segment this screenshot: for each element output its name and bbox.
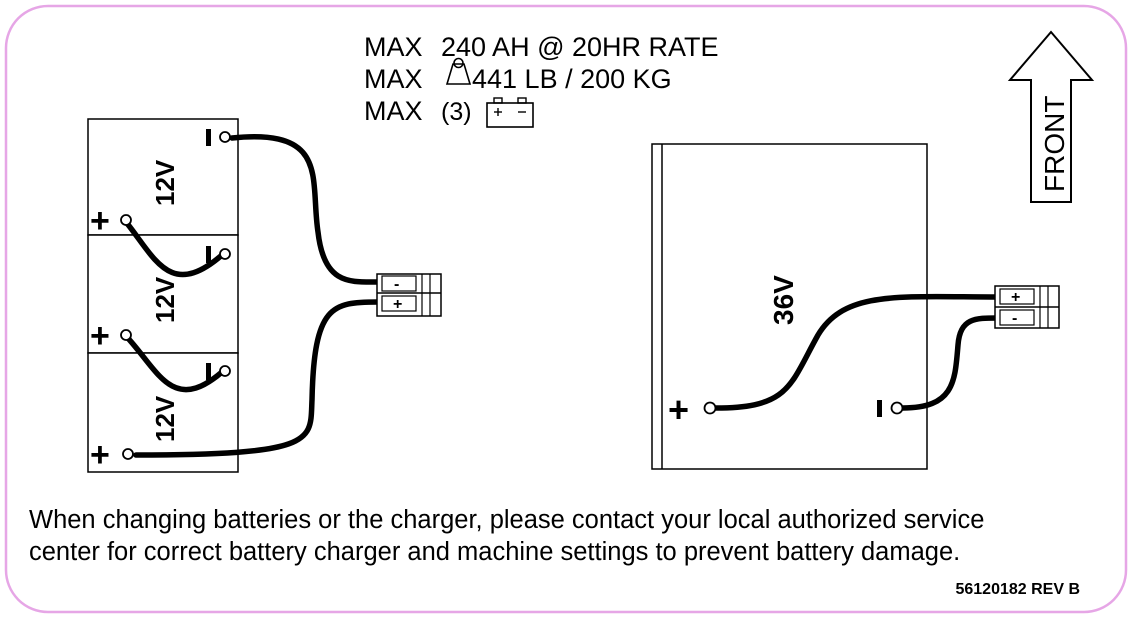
battery-voltage-36v: 36V	[768, 275, 799, 325]
spec-weight: 441 LB / 200 KG	[472, 64, 672, 94]
right-battery: 36V	[651, 143, 928, 470]
battery-box-2	[87, 234, 239, 354]
spec-block: MAX 240 AH @ 20HR RATE MAX 441 LB / 200 …	[364, 32, 719, 128]
terminal-neg-36v	[890, 401, 904, 415]
left-connector: - +	[376, 273, 442, 317]
left-connector-pos: +	[393, 296, 402, 313]
left-connector-neg: -	[394, 276, 399, 293]
footer-line-1: When changing batteries or the charger, …	[29, 506, 984, 534]
front-arrow: FRONT	[1007, 30, 1095, 203]
front-label: FRONT	[1039, 96, 1070, 192]
terminal-pos-3	[122, 448, 134, 460]
footer-line-2: center for correct battery charger and m…	[29, 538, 960, 566]
terminal-neg-2	[219, 248, 231, 260]
right-terminals: +	[668, 389, 904, 430]
terminal-neg-1	[219, 131, 231, 143]
pos-mark-3: +	[90, 436, 110, 474]
battery-icon	[486, 97, 534, 128]
spec-max-1: MAX	[364, 32, 423, 62]
right-connector-neg: -	[1012, 310, 1017, 327]
right-cables	[713, 293, 1001, 411]
left-battery-stack: 12V 12V 12V	[87, 118, 239, 473]
terminal-neg-3	[219, 365, 231, 377]
neg-mark-1	[206, 129, 211, 146]
part-number: 56120182 REV B	[955, 581, 1080, 598]
battery-voltage-3: 12V	[150, 395, 180, 442]
neg-mark-36v	[877, 400, 882, 417]
pos-mark-1: +	[90, 202, 110, 240]
terminal-pos-1	[120, 214, 132, 226]
right-connector-pos: +	[1011, 289, 1020, 306]
pos-mark-2: +	[90, 317, 110, 355]
spec-capacity: 240 AH @ 20HR RATE	[441, 32, 719, 62]
battery-voltage-1: 12V	[150, 159, 180, 206]
left-cables	[123, 134, 381, 458]
spec-max-3: MAX	[364, 96, 423, 126]
pos-mark-36v: +	[668, 389, 689, 430]
terminal-pos-2	[120, 329, 132, 341]
left-terminals: + + +	[90, 129, 231, 474]
spec-max-2: MAX	[364, 64, 423, 94]
terminal-pos-36v	[703, 401, 717, 415]
right-connector: + -	[994, 285, 1060, 329]
weight-icon	[445, 57, 472, 85]
neg-mark-2	[206, 246, 211, 263]
spec-count: (3)	[441, 98, 472, 126]
neg-mark-3	[206, 363, 211, 380]
battery-voltage-2: 12V	[150, 276, 180, 323]
battery-box-1	[87, 118, 239, 236]
